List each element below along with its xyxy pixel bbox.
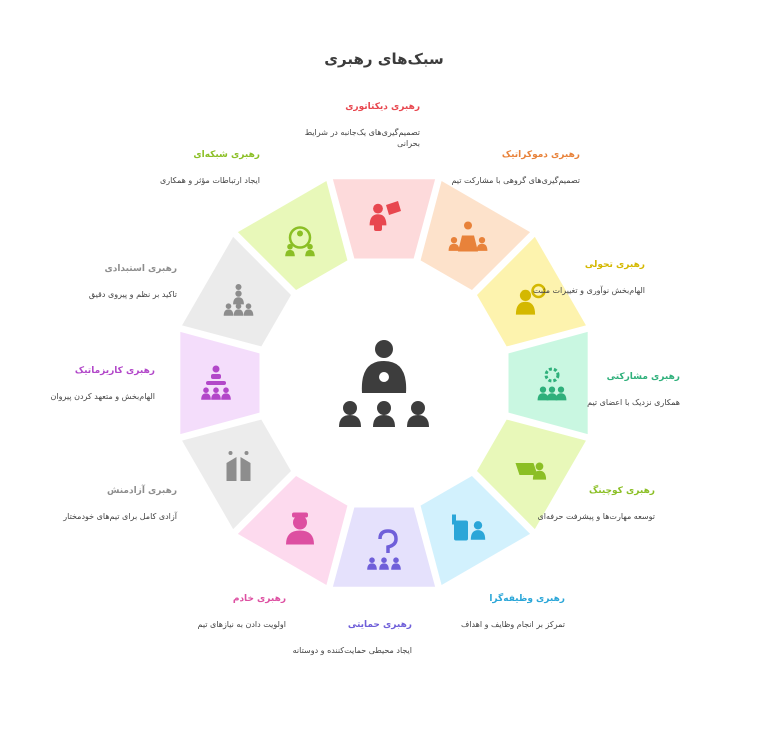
style-description: تصمیم‌گیری‌های گروهی با مشارکت تیم (451, 176, 580, 185)
label-6: رهبری وظیفه‌گرا تمرکز بر انجام وظایف و اه… (435, 594, 565, 630)
style-title: رهبری شبکه‌ای (193, 150, 260, 160)
label-7: رهبری حمایتی ایجاد محیطی حمایت‌کننده و دو… (282, 620, 412, 656)
label-3: رهبری تحولی الهام‌بخش نوآوری و تغییرات مث… (515, 260, 645, 296)
leader-with-team-icon (339, 340, 429, 427)
label-8: رهبری خادم اولویت دادن به نیازهای تیم (156, 594, 286, 630)
style-title: رهبری وظیفه‌گرا (489, 594, 565, 604)
label-4: رهبری مشارکتی همکاری نزدیک با اعضای تیم (550, 372, 680, 408)
freedom-hands-icon (226, 451, 251, 481)
style-description: تمرکز بر انجام وظایف و اهداف (460, 620, 565, 629)
support-question-icon (367, 529, 401, 570)
style-title: رهبری استبدادی (104, 264, 177, 274)
collaboration-gear-icon (537, 367, 567, 401)
label-12: رهبری شبکه‌ای ایجاد ارتباطات مؤثر و همکار… (130, 150, 260, 186)
label-9: رهبری آزادمنش آزادی کامل برای تیم‌های خود… (47, 486, 177, 522)
wheel-segment-6 (420, 476, 531, 585)
style-title: رهبری حمایتی (347, 620, 412, 630)
style-title: رهبری خادم (232, 594, 286, 604)
servant-person-icon (286, 512, 314, 545)
wheel-segment-12 (237, 181, 348, 290)
style-description: اولویت دادن به نیازهای تیم (197, 620, 286, 629)
label-5: رهبری کوچینگ توسعه مهارت‌ها و پیشرفت حرفه… (525, 486, 655, 522)
style-title: رهبری کاریزماتیک (74, 366, 155, 376)
style-title: رهبری دموکراتیک (501, 150, 580, 160)
transformation-person-icon (515, 283, 546, 315)
style-description: آزادی کامل برای تیم‌های خودمختار (63, 512, 177, 521)
style-title: رهبری دیکتاتوری (345, 102, 420, 112)
wheel-segment-9 (182, 419, 291, 530)
task-board-icon (452, 514, 486, 541)
style-description: توسعه مهارت‌ها و پیشرفت حرفه‌ای (537, 512, 655, 521)
style-description: ایجاد محیطی حمایت‌کننده و دوستانه (292, 646, 412, 655)
page-title: سبک‌های رهبری (324, 50, 444, 68)
style-description: تاکید بر نظم و پیروی دقیق (88, 290, 177, 299)
label-10: رهبری کاریزماتیک الهام‌بخش و متعهد کردن پ… (25, 366, 155, 402)
team-meeting-icon (448, 221, 488, 252)
coaching-laptop-icon (515, 462, 547, 480)
style-title: رهبری آزادمنش (106, 486, 177, 496)
style-description: الهام‌بخش و متعهد کردن پیروان (50, 392, 155, 401)
label-1: رهبری دیکتاتوری تصمیم‌گیری‌های یک‌جانبه د… (290, 102, 420, 149)
style-title: رهبری مشارکتی (606, 372, 680, 382)
wheel-segment-4 (508, 331, 588, 435)
style-description: الهام‌بخش نوآوری و تغییرات مثبت (533, 286, 645, 295)
label-2: رهبری دموکراتیک تصمیم‌گیری‌های گروهی با م… (450, 150, 580, 186)
wheel-segment-7 (332, 507, 436, 587)
presenter-pointing-icon (369, 201, 401, 231)
label-11: رهبری استبدادی تاکید بر نظم و پیروی دقیق (47, 264, 177, 300)
style-description: همکاری نزدیک با اعضای تیم (587, 398, 680, 407)
wheel-segment-2 (420, 181, 531, 290)
style-title: رهبری تحولی (584, 260, 645, 270)
style-description: تصمیم‌گیری‌های یک‌جانبه در شرایط بحرانی (304, 128, 420, 148)
style-description: ایجاد ارتباطات مؤثر و همکاری (159, 176, 260, 185)
charismatic-pyramid-icon (201, 365, 231, 400)
style-title: رهبری کوچینگ (588, 486, 655, 496)
wheel-segment-8 (237, 476, 348, 585)
authoritarian-group-icon (223, 284, 254, 316)
network-people-icon (285, 226, 315, 257)
